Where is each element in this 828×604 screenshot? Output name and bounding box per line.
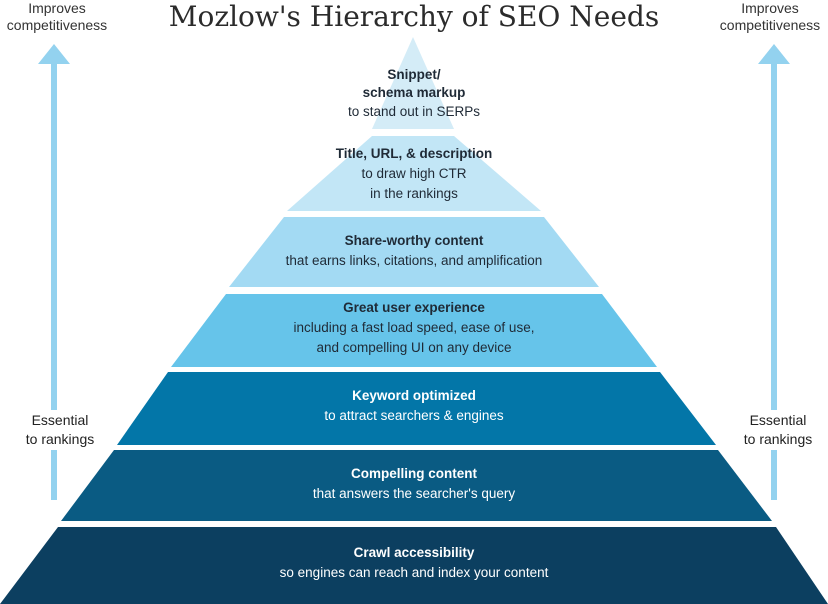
left-arrow (38, 44, 70, 500)
tier-5-subtext: to attract searchers & engines (324, 408, 504, 423)
tier-4-heading: Great user experience (343, 300, 485, 315)
right-arrow-head (758, 44, 790, 64)
tier-6-text: Compelling content that answers the sear… (0, 464, 828, 504)
tier-4-text: Great user experience including a fast l… (0, 298, 828, 358)
tier-6-subtext: that answers the searcher's query (312, 486, 516, 501)
left-improves-label: Improves competitiveness (0, 0, 117, 34)
tier-3-text: Share-worthy content that earns links, c… (0, 231, 828, 271)
right-arrow (758, 44, 790, 500)
left-essential-label: Essential to rankings (17, 410, 103, 450)
left-arrow-head (38, 44, 70, 64)
tier-5-text: Keyword optimized to attract searchers &… (0, 386, 828, 426)
left-improves-text: Improves competitiveness (6, 0, 108, 33)
diagram-title: Mozlow's Hierarchy of SEO Needs (168, 0, 660, 33)
tier-2-subtext: to draw high CTR in the rankings (361, 166, 467, 201)
tier-3-heading: Share-worthy content (344, 233, 484, 248)
right-arrow-shaft (771, 62, 777, 500)
tier-5-shape (117, 372, 716, 445)
right-improves-label: Improves competitiveness (710, 0, 828, 34)
tier-3-subtext: that earns links, citations, and amplifi… (285, 253, 543, 268)
tier-1-text: Snippet/ schema markup to stand out in S… (0, 66, 828, 122)
right-improves-text: Improves competitiveness (719, 0, 821, 33)
tier-6-heading: Compelling content (351, 466, 477, 481)
tier-4-subtext: including a fast load speed, ease of use… (293, 320, 535, 355)
tier-2-heading: Title, URL, & description (335, 146, 493, 161)
tier-6-shape (61, 450, 772, 521)
left-arrow-shaft (51, 62, 57, 500)
tier-7-text: Crawl accessibility so engines can reach… (0, 543, 828, 583)
tier-3-shape (229, 217, 599, 287)
right-essential-label: Essential to rankings (734, 410, 822, 450)
tier-1-heading: Snippet/ schema markup (362, 67, 466, 100)
right-essential-text: Essential to rankings (743, 412, 813, 447)
tier-4-shape (171, 294, 657, 367)
tier-1-shape (372, 37, 454, 129)
left-essential-text: Essential to rankings (25, 412, 95, 447)
tier-2-text: Title, URL, & description to draw high C… (0, 144, 828, 204)
tier-7-subtext: so engines can reach and index your cont… (279, 565, 549, 580)
tier-1-subtext: to stand out in SERPs (347, 104, 481, 119)
tier-5-heading: Keyword optimized (352, 388, 476, 403)
tier-7-shape (0, 527, 828, 604)
tier-7-heading: Crawl accessibility (353, 545, 475, 560)
tier-2-shape (287, 136, 541, 211)
